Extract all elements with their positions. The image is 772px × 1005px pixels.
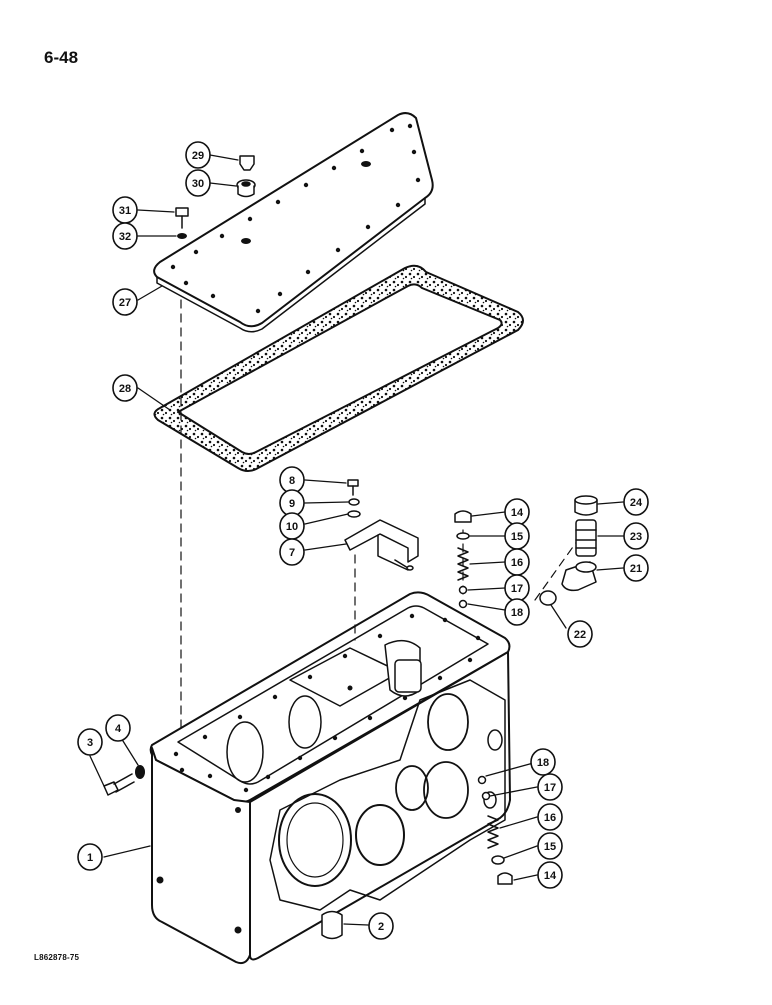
- callout-7: 7: [279, 538, 305, 566]
- callout-14b: 14: [537, 861, 563, 889]
- callout-23: 23: [623, 522, 649, 550]
- cover-gasket: [153, 264, 524, 472]
- callout-circle: [623, 488, 649, 516]
- callout-circle: [623, 554, 649, 582]
- callout-bubbles: 29 30 31 32 27 28 8 9 10 7 14 15 16 17 18 24 23 21 22 3 4 1 2 1…: [77, 141, 649, 940]
- callout-number: 27: [119, 297, 131, 309]
- callout-15b: 15: [537, 832, 563, 860]
- callout-8: 8: [279, 466, 305, 494]
- callout-17b: 17: [537, 773, 563, 801]
- callout-circle: [368, 912, 394, 940]
- callout-4: 4: [105, 714, 131, 742]
- callout-number: 29: [192, 150, 204, 162]
- callout-number: 3: [87, 737, 93, 749]
- callout-9: 9: [279, 489, 305, 517]
- callout-circle: [537, 861, 563, 889]
- callout-circle: [105, 714, 131, 742]
- callout-circle: [537, 773, 563, 801]
- callout-22: 22: [567, 620, 593, 648]
- callout-circle: [530, 748, 556, 776]
- callout-number: 18: [537, 757, 549, 769]
- callout-number: 15: [511, 531, 523, 543]
- callout-number: 14: [511, 507, 524, 519]
- callout-number: 16: [544, 812, 556, 824]
- callout-1: 1: [77, 843, 103, 871]
- figure-reference-code: L862878-75: [34, 953, 80, 962]
- callout-number: 7: [289, 547, 295, 559]
- callout-circle: [112, 222, 138, 250]
- callout-27: 27: [112, 288, 138, 316]
- callout-circle: [623, 522, 649, 550]
- callout-number: 28: [119, 383, 131, 395]
- callout-circle: [185, 141, 211, 169]
- callout-31: 31: [112, 196, 138, 224]
- callout-number: 30: [192, 178, 204, 190]
- callout-18a: 18: [504, 598, 530, 626]
- callout-21: 21: [623, 554, 649, 582]
- callout-15a: 15: [504, 522, 530, 550]
- callout-number: 1: [87, 852, 93, 864]
- callout-32: 32: [112, 222, 138, 250]
- callout-29: 29: [185, 141, 211, 169]
- callout-number: 17: [544, 782, 556, 794]
- callout-2: 2: [368, 912, 394, 940]
- callout-number: 14: [544, 870, 557, 882]
- callout-circle: [112, 288, 138, 316]
- callout-10: 10: [279, 512, 305, 540]
- callout-number: 31: [119, 205, 131, 217]
- callout-circle: [77, 843, 103, 871]
- callout-circle: [77, 728, 103, 756]
- callout-number: 10: [286, 521, 298, 533]
- callout-number: 8: [289, 475, 295, 487]
- callout-14a: 14: [504, 498, 530, 526]
- page-number: 6-48: [44, 48, 79, 67]
- callout-number: 18: [511, 607, 523, 619]
- callout-30: 30: [185, 169, 211, 197]
- callout-circle: [504, 598, 530, 626]
- callout-number: 15: [544, 841, 556, 853]
- callout-3: 3: [77, 728, 103, 756]
- top-cover-plate: [153, 112, 434, 333]
- callout-number: 21: [630, 563, 642, 575]
- callout-number: 16: [511, 557, 523, 569]
- callout-circle: [537, 803, 563, 831]
- callout-18b: 18: [530, 748, 556, 776]
- callout-16b: 16: [537, 803, 563, 831]
- callout-circle: [537, 832, 563, 860]
- callout-number: 17: [511, 583, 523, 595]
- callout-circle: [112, 374, 138, 402]
- leader-lines: [89, 154, 624, 926]
- callout-number: 24: [630, 497, 643, 509]
- callout-24: 24: [623, 488, 649, 516]
- callout-number: 4: [115, 723, 122, 735]
- callout-number: 2: [378, 921, 384, 933]
- callout-circle: [567, 620, 593, 648]
- callout-circle: [185, 169, 211, 197]
- callout-number: 9: [289, 498, 295, 510]
- callout-number: 23: [630, 531, 642, 543]
- callout-16a: 16: [504, 548, 530, 576]
- callout-28: 28: [112, 374, 138, 402]
- hardware-parts: [103, 155, 598, 940]
- callout-17a: 17: [504, 574, 530, 602]
- callout-number: 32: [119, 231, 131, 243]
- callout-circle: [279, 538, 305, 566]
- callout-number: 22: [574, 629, 586, 641]
- transmission-housing: [149, 591, 511, 965]
